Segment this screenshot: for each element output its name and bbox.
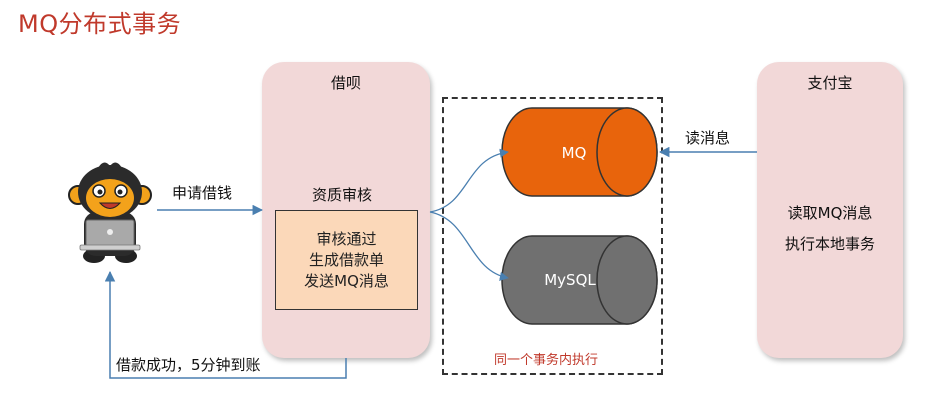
mysql-label: MySQL bbox=[544, 271, 596, 289]
to-mq-arrow bbox=[429, 148, 509, 213]
to-mysql-arrow bbox=[429, 211, 509, 281]
jiebei-title: 借呗 bbox=[330, 74, 361, 92]
monkey-laptop-icon bbox=[68, 162, 152, 263]
alipay-panel: 支付宝 读取MQ消息 执行本地事务 bbox=[757, 62, 903, 358]
process-step-3: 发送MQ消息 bbox=[304, 271, 389, 290]
process-step-2: 生成借款单 bbox=[308, 250, 384, 269]
request-label: 申请借钱 bbox=[172, 184, 233, 202]
return-arrow bbox=[104, 270, 347, 379]
alipay-line-2: 执行本地事务 bbox=[784, 235, 875, 253]
review-label: 资质审核 bbox=[312, 186, 373, 204]
alipay-title: 支付宝 bbox=[807, 74, 853, 92]
read-label: 读消息 bbox=[685, 129, 731, 147]
return-label: 借款成功，5分钟到账 bbox=[116, 356, 261, 374]
page-title: MQ分布式事务 bbox=[18, 10, 182, 38]
process-step-1: 审核通过 bbox=[316, 229, 377, 248]
mq-cylinder: MQ bbox=[501, 107, 658, 197]
alipay-line-1: 读取MQ消息 bbox=[787, 204, 873, 222]
transaction-caption: 同一个事务内执行 bbox=[494, 353, 599, 368]
mq-label: MQ bbox=[562, 144, 587, 162]
process-box: 审核通过 生成借款单 发送MQ消息 bbox=[275, 210, 418, 310]
transaction-box bbox=[442, 97, 663, 375]
mysql-cylinder: MySQL bbox=[501, 235, 658, 325]
